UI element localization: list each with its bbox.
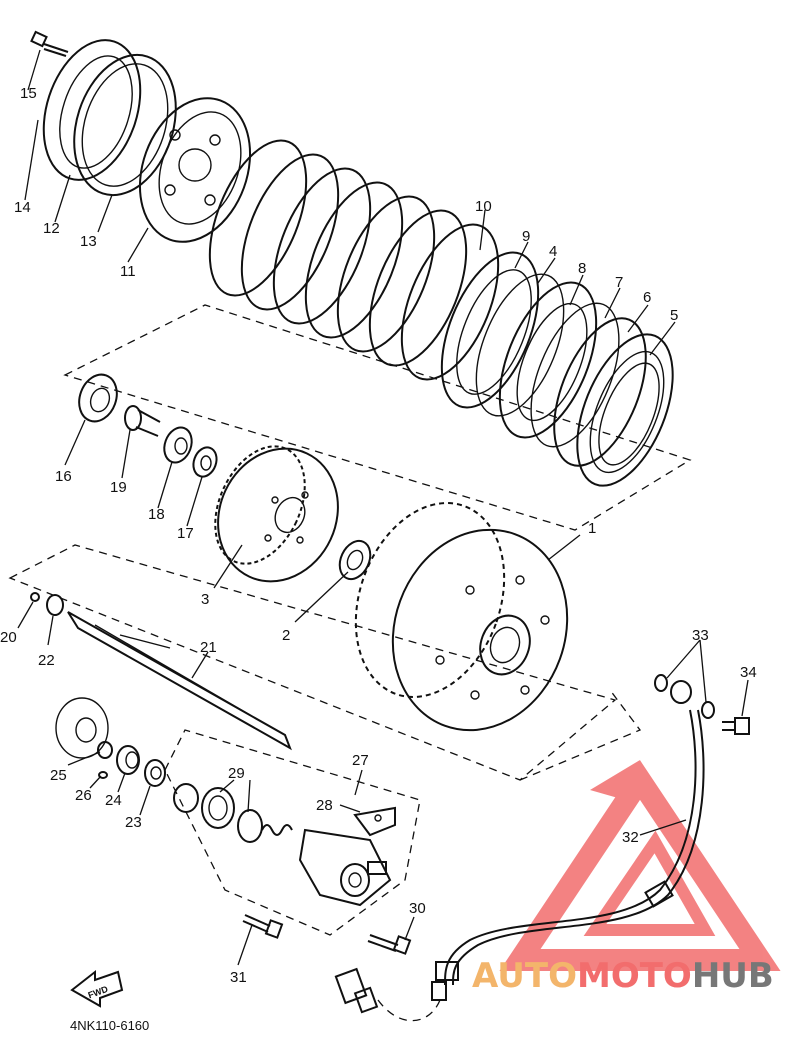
part-19-push-rod bbox=[124, 405, 161, 437]
callout-13: 13 bbox=[80, 233, 97, 250]
part-22-seal bbox=[46, 594, 64, 616]
part-3-primary-driven-gear bbox=[214, 445, 339, 583]
assembly-frame-release bbox=[164, 729, 421, 936]
drawing-code: 4NK110-6160 bbox=[70, 1018, 149, 1033]
callout-33: 33 bbox=[692, 627, 709, 644]
callout-numbers: 1 2 3 4 5 6 7 8 9 10 11 12 13 14 15 16 1… bbox=[0, 85, 757, 986]
callout-9: 9 bbox=[522, 228, 530, 245]
callout-14: 14 bbox=[14, 199, 31, 216]
callout-4: 4 bbox=[549, 243, 557, 260]
part-26-pin bbox=[98, 771, 108, 779]
part-29-piston-kit bbox=[173, 783, 293, 843]
watermark-triangle-inner bbox=[583, 830, 716, 936]
callout-7: 7 bbox=[615, 274, 623, 291]
callout-16: 16 bbox=[55, 468, 72, 485]
callout-17: 17 bbox=[177, 525, 194, 542]
callout-30: 30 bbox=[409, 900, 426, 917]
watermark-arrow bbox=[590, 760, 640, 800]
part-5-6-friction-plate bbox=[576, 333, 674, 487]
watermark-text: AUTOMOTOHUB bbox=[472, 956, 774, 996]
callout-10: 10 bbox=[475, 198, 492, 215]
part-16-bearing bbox=[78, 373, 118, 423]
banjo-end-fitting bbox=[334, 967, 441, 1022]
callout-5: 5 bbox=[670, 307, 678, 324]
callout-23: 23 bbox=[125, 814, 142, 831]
watermark-text-auto: AUTO bbox=[472, 956, 577, 996]
fwd-arrow-icon: FWD bbox=[70, 969, 124, 1008]
callout-12: 12 bbox=[43, 220, 60, 237]
part-23-seal bbox=[144, 759, 166, 787]
assembly-frame-clutch-plates bbox=[63, 304, 692, 531]
part-9-wire-ring bbox=[475, 273, 565, 417]
part-33-hose-fitting bbox=[654, 674, 715, 719]
friction-plate-stack bbox=[208, 139, 500, 381]
part-10-plate bbox=[440, 251, 540, 409]
callout-18: 18 bbox=[148, 506, 165, 523]
part-15-bolt bbox=[30, 30, 69, 57]
part-7-seat-plate bbox=[553, 317, 647, 467]
callout-15: 15 bbox=[20, 85, 37, 102]
callout-6: 6 bbox=[643, 289, 651, 306]
part-32-clutch-hose bbox=[431, 709, 705, 1001]
part-18-collar bbox=[163, 426, 193, 464]
watermark-text-hub: HUB bbox=[692, 956, 774, 996]
callout-31: 31 bbox=[230, 969, 247, 986]
part-21-push-lever-shaft bbox=[67, 611, 292, 751]
part-13-gasket bbox=[73, 53, 177, 197]
part-27-release-cylinder bbox=[298, 828, 392, 907]
part-24-bearing bbox=[116, 745, 140, 775]
part-31-bolt bbox=[242, 914, 284, 939]
callout-21: 21 bbox=[200, 639, 217, 656]
part-17-washer bbox=[192, 446, 218, 478]
part-11-pressure-plate bbox=[138, 97, 252, 243]
callout-22: 22 bbox=[38, 652, 55, 669]
callout-28: 28 bbox=[316, 797, 333, 814]
callout-24: 24 bbox=[105, 792, 122, 809]
callout-3: 3 bbox=[201, 591, 209, 608]
assembly-frame-shaft bbox=[8, 544, 617, 781]
watermark-logo bbox=[499, 760, 781, 971]
assembly-frame-cable bbox=[519, 689, 642, 781]
callout-25: 25 bbox=[50, 767, 67, 784]
callout-27: 27 bbox=[352, 752, 369, 769]
callout-8: 8 bbox=[578, 260, 586, 277]
callout-1: 1 bbox=[588, 520, 596, 537]
callout-34: 34 bbox=[740, 664, 757, 681]
part-2-thrust-washer bbox=[338, 539, 372, 581]
leader-lines bbox=[17, 49, 749, 966]
callout-2: 2 bbox=[282, 627, 290, 644]
part-12-14-cover-plate bbox=[42, 39, 142, 181]
part-30-bolt bbox=[367, 934, 412, 955]
callout-20: 20 bbox=[0, 629, 17, 646]
callout-26: 26 bbox=[75, 787, 92, 804]
part-25-oring bbox=[97, 741, 113, 759]
part-34-union-bolt bbox=[722, 717, 750, 735]
part-8-cushion bbox=[530, 302, 620, 448]
callout-19: 19 bbox=[110, 479, 127, 496]
part-20-ball bbox=[30, 592, 40, 602]
callout-32: 32 bbox=[622, 829, 639, 846]
callout-11: 11 bbox=[120, 263, 136, 280]
part-1-clutch-housing bbox=[354, 502, 569, 732]
part-25-cover bbox=[55, 697, 109, 759]
callout-29: 29 bbox=[228, 765, 245, 782]
fwd-label: FWD bbox=[87, 984, 110, 1001]
part-28-bleed-screw bbox=[353, 806, 396, 837]
watermark-triangle-outer bbox=[499, 760, 781, 971]
part-4-plate bbox=[498, 281, 598, 439]
watermark-text-moto: MOTO bbox=[577, 956, 692, 996]
